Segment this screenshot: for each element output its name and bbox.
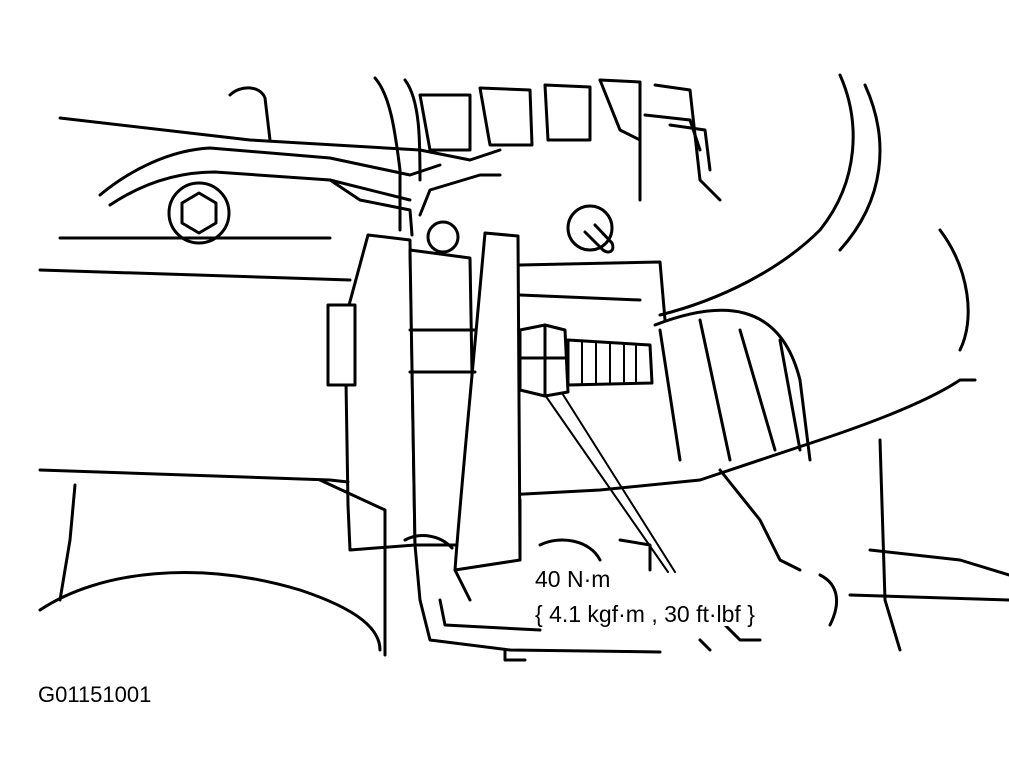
figure-code: G01151001 — [38, 682, 152, 707]
torque-value-alt-units: { 4.1 kgf·m , 30 ft·lbf } — [533, 601, 757, 627]
engine-block-ribs — [373, 76, 722, 232]
bracket-bolt — [167, 181, 231, 245]
torque-value-nm: 40 N·m — [533, 566, 613, 592]
transmission-housing — [653, 73, 1009, 652]
threaded-stud — [566, 338, 654, 387]
mount-left-plate — [343, 233, 477, 552]
through-bolt-head — [326, 303, 477, 387]
lower-frame — [38, 468, 839, 662]
torque-leader-line — [544, 392, 676, 573]
mounting-nut — [518, 323, 570, 398]
locating-pin — [426, 204, 615, 254]
upper-bracket-arm — [38, 86, 502, 282]
